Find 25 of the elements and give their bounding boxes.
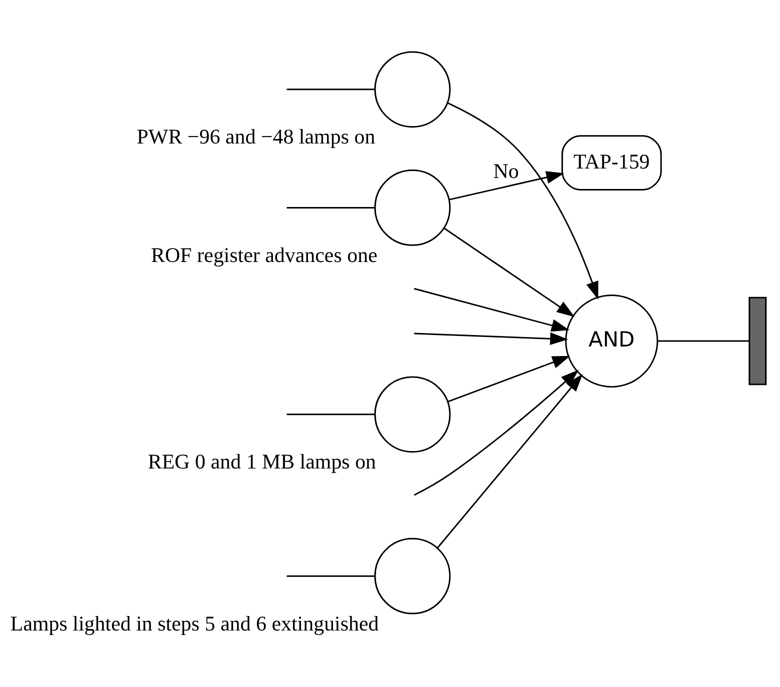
arrow (437, 369, 583, 548)
node-circle (374, 169, 451, 246)
arrow (447, 102, 598, 300)
node-circle (374, 50, 451, 128)
node-circle (374, 537, 451, 614)
arrow (448, 170, 564, 200)
connector (286, 206, 375, 208)
node-circle (374, 376, 451, 452)
node-box: TAP-159 (561, 134, 662, 190)
connector (286, 88, 375, 90)
node-bar (748, 296, 767, 385)
edge-label: No (493, 158, 519, 183)
arrow (414, 332, 568, 344)
node-label: PWR −96 and −48 lamps on (136, 124, 376, 148)
arrow (414, 369, 583, 496)
connector (286, 413, 375, 415)
connector (286, 574, 375, 576)
arrow (444, 227, 575, 316)
connector (658, 340, 750, 342)
node-label: Lamps lighted in steps 5 and 6 extinguished (10, 610, 379, 635)
arrow (414, 287, 570, 332)
node-label: ROF register advances one (151, 242, 378, 266)
node-circle: AND (565, 294, 658, 388)
node-label: REG 0 and 1 MB lamps on (148, 449, 376, 474)
arrow (448, 355, 570, 402)
